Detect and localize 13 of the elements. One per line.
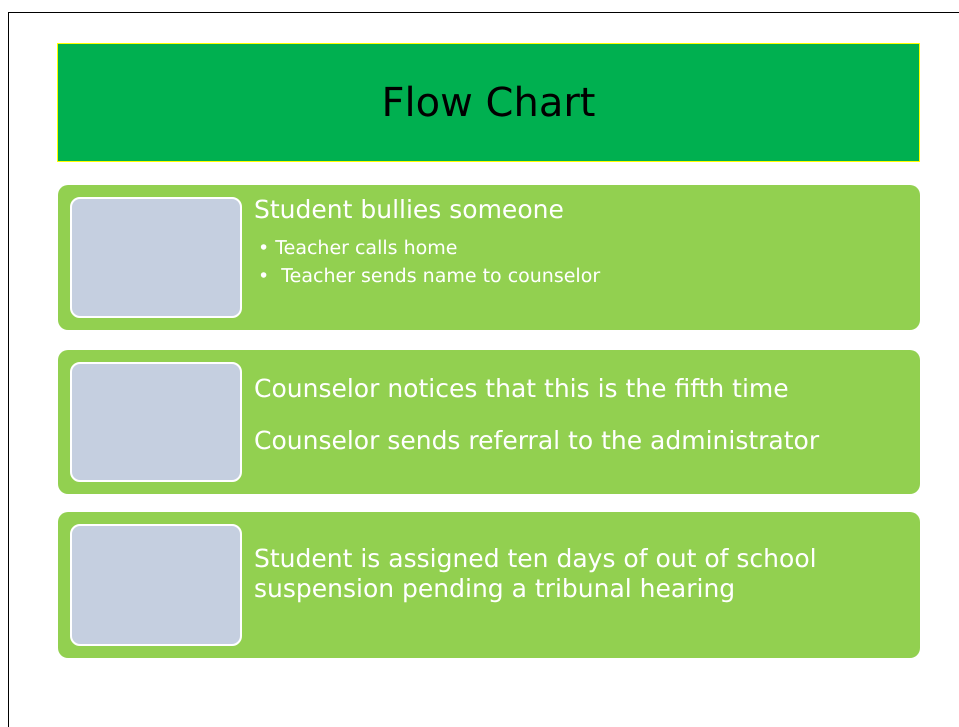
step-heading: Student bullies someone [254, 195, 565, 225]
image-placeholder [70, 524, 242, 646]
bullet-item: • Teacher calls home [258, 237, 458, 259]
step-text: Student is assigned ten days of out of school suspension pending a tribunal hearing [254, 544, 818, 604]
step-band [58, 512, 920, 658]
image-placeholder [70, 197, 242, 318]
step-band [58, 185, 920, 330]
step-text: Counselor sends referral to the administrator [254, 426, 820, 456]
chart-title: Flow Chart [382, 80, 596, 126]
bullet-item: • Teacher sends name to counselor [258, 265, 602, 287]
step-text: Counselor notices that this is the fifth time [254, 374, 790, 404]
image-placeholder [70, 362, 242, 482]
step-band [58, 350, 920, 494]
